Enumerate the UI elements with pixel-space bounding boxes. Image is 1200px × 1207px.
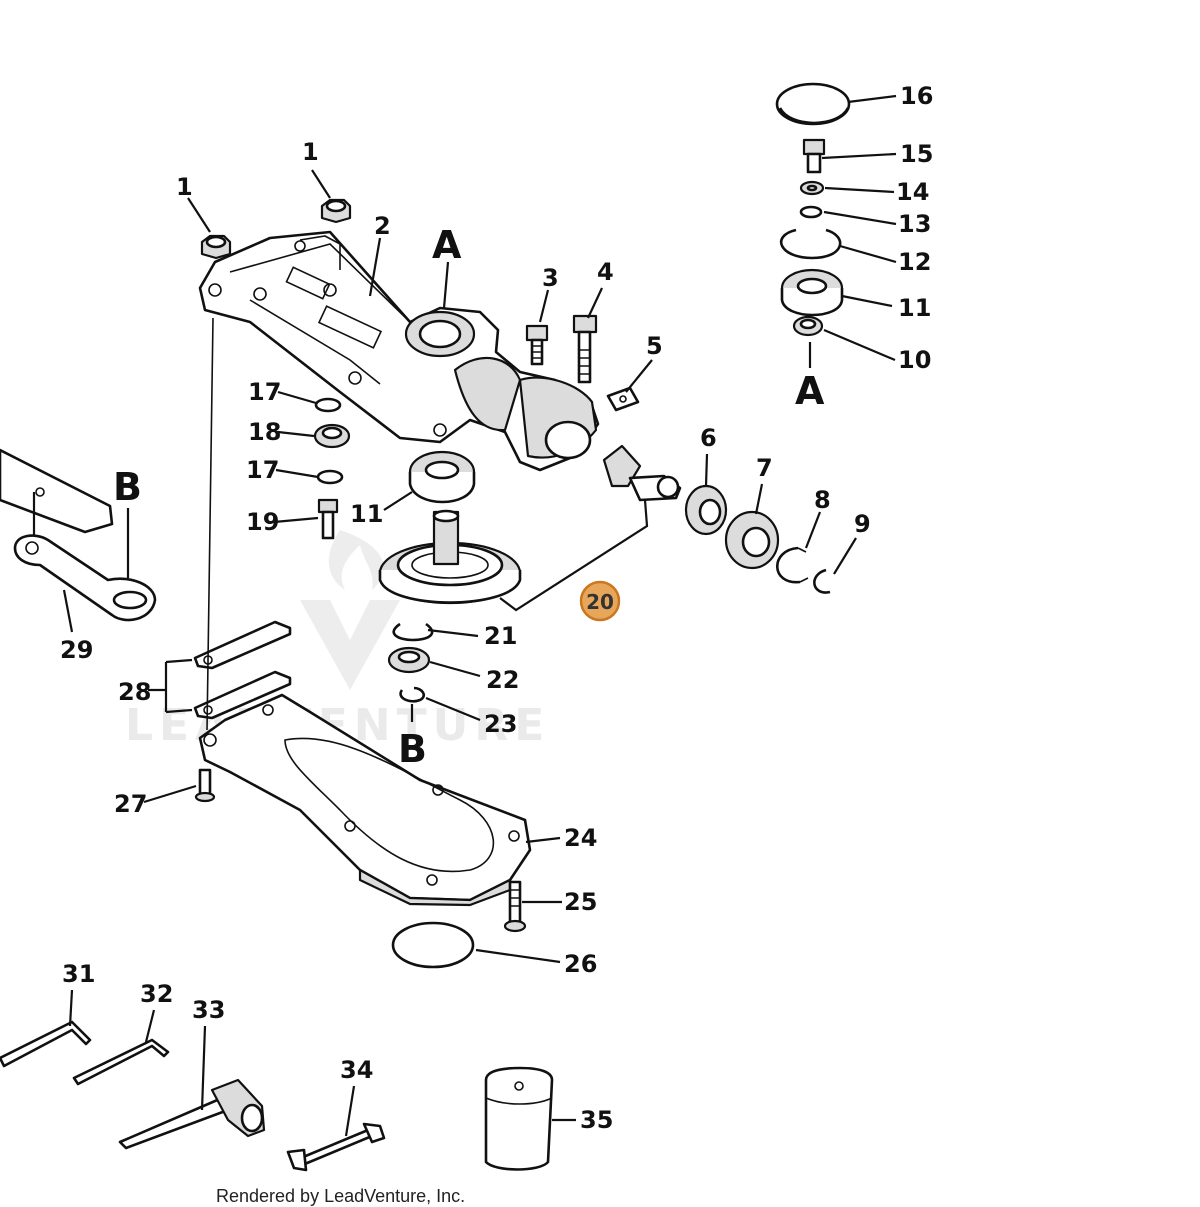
callout-27[interactable]: 27: [114, 790, 147, 818]
callout-22[interactable]: 22: [486, 666, 519, 694]
callout-4[interactable]: 4: [597, 258, 614, 286]
lower-gear-case-24[interactable]: [198, 693, 532, 907]
gear-20[interactable]: [378, 509, 522, 605]
callout-21[interactable]: 21: [484, 622, 517, 650]
callout-33[interactable]: 33: [192, 996, 225, 1024]
hotspot-20-label[interactable]: 20: [586, 590, 614, 614]
section-label-A-top: A: [432, 223, 462, 267]
snap-ring-12[interactable]: [779, 228, 842, 260]
bearing-11-middle[interactable]: [408, 450, 476, 504]
collar-10[interactable]: [792, 315, 824, 337]
hex-key-32[interactable]: [72, 1038, 170, 1086]
callout-24[interactable]: 24: [564, 824, 597, 852]
bearing-7[interactable]: [724, 510, 780, 570]
callout-32[interactable]: 32: [140, 980, 173, 1008]
washer-17-top[interactable]: [314, 397, 342, 413]
callout-13[interactable]: 13: [898, 210, 931, 238]
washer-23[interactable]: [399, 686, 426, 703]
callout-3[interactable]: 3: [542, 264, 559, 292]
upper-gear-case[interactable]: [198, 230, 600, 472]
bolt-3[interactable]: [525, 324, 549, 366]
callout-28[interactable]: 28: [118, 678, 151, 706]
callout-19[interactable]: 19: [246, 508, 279, 536]
snap-ring-9[interactable]: [813, 568, 831, 594]
bearing-11-right[interactable]: [780, 268, 844, 317]
callout-10[interactable]: 10: [898, 346, 931, 374]
wrench-34[interactable]: [286, 1122, 386, 1172]
callout-17[interactable]: 17: [248, 378, 281, 406]
bearing-6[interactable]: [684, 484, 728, 536]
callout-26[interactable]: 26: [564, 950, 597, 978]
callout-7[interactable]: 7: [756, 454, 773, 482]
section-label-A-right: A: [795, 369, 825, 413]
callout-16[interactable]: 16: [900, 82, 933, 110]
hex-key-31[interactable]: [0, 1020, 92, 1068]
washer-14[interactable]: [799, 180, 825, 196]
section-label-B-left: B: [113, 465, 142, 509]
bearing-22[interactable]: [387, 646, 431, 674]
bolt-19[interactable]: [317, 498, 339, 540]
hotspot-20[interactable]: 20: [579, 580, 621, 622]
hotspot-20-marker[interactable]: [579, 580, 621, 622]
box-wrench-33[interactable]: [118, 1078, 266, 1150]
bolt-27[interactable]: [194, 768, 216, 803]
callout-8[interactable]: 8: [814, 486, 831, 514]
callout-34[interactable]: 34: [340, 1056, 373, 1084]
callout-18[interactable]: 18: [248, 418, 281, 446]
nut-1-left[interactable]: [200, 234, 232, 260]
blade-arm-29[interactable]: [0, 448, 157, 622]
bolt-4[interactable]: [572, 314, 598, 384]
callout-5[interactable]: 5: [646, 332, 663, 360]
tool-pouch-35[interactable]: [484, 1066, 554, 1171]
callout-11[interactable]: 11: [350, 500, 383, 528]
callout-6[interactable]: 6: [700, 424, 717, 452]
plate-5[interactable]: [606, 386, 640, 412]
footer-credit: Rendered by LeadVenture, Inc.: [216, 1186, 466, 1206]
gear-group-bracket: [499, 499, 649, 612]
bolt-15[interactable]: [802, 138, 826, 174]
bolt-25[interactable]: [503, 880, 527, 933]
callout-2[interactable]: 2: [374, 212, 391, 240]
leader-lines: [62, 94, 897, 1137]
bearing-18[interactable]: [313, 423, 351, 449]
callout-23[interactable]: 23: [484, 710, 517, 738]
callout-29[interactable]: 29: [60, 636, 93, 664]
callout-17[interactable]: 17: [246, 456, 279, 484]
cap-16[interactable]: [775, 82, 851, 126]
snap-ring-8[interactable]: [775, 546, 809, 584]
callouts: 1 1 2 3 4 5 6 7 8 9 10 11 11 12 13 14 15…: [60, 82, 933, 1134]
washer-13[interactable]: [799, 205, 823, 219]
callout-1[interactable]: 1: [302, 138, 319, 166]
callout-9[interactable]: 9: [854, 510, 871, 538]
callout-11[interactable]: 11: [898, 294, 931, 322]
callout-35[interactable]: 35: [580, 1106, 613, 1134]
callout-14[interactable]: 14: [896, 178, 929, 206]
callout-12[interactable]: 12: [898, 248, 931, 276]
callout-1[interactable]: 1: [176, 173, 193, 201]
callout-25[interactable]: 25: [564, 888, 597, 916]
snap-ring-21[interactable]: [392, 622, 434, 642]
nut-1-right[interactable]: [320, 198, 352, 224]
callout-15[interactable]: 15: [900, 140, 933, 168]
callout-31[interactable]: 31: [62, 960, 95, 988]
section-label-B-bottom: B: [398, 727, 427, 771]
alignment-line: [206, 317, 214, 731]
washer-17-bottom[interactable]: [316, 469, 344, 485]
gasket-26[interactable]: [391, 921, 475, 969]
pinion-gear[interactable]: [602, 444, 682, 502]
